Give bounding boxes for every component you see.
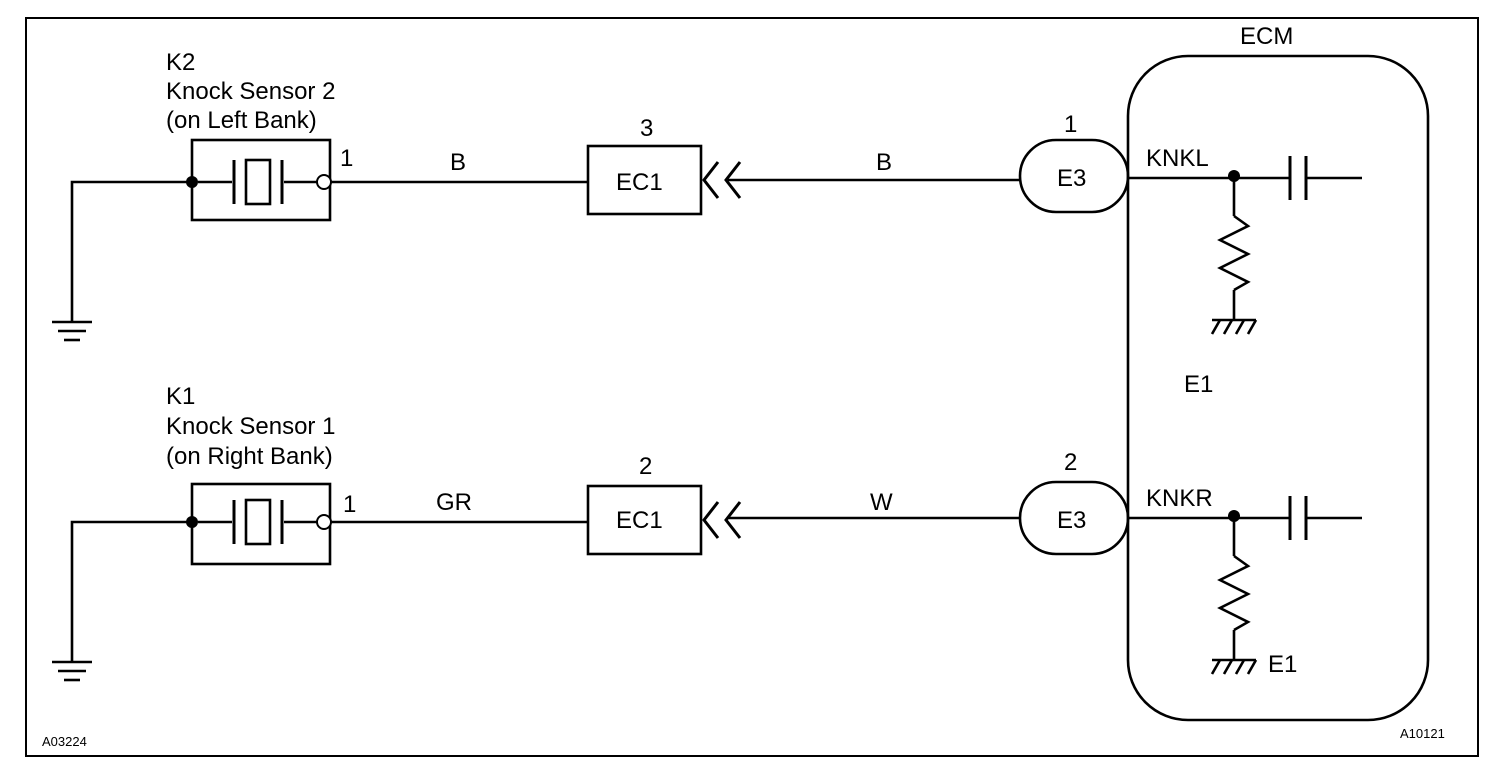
knkl-capacitor-resistor-circuit (1128, 156, 1362, 335)
figure-id-left: A03224 (42, 734, 87, 749)
knock-sensor-2-label: K2 Knock Sensor 2 (on Left Bank) (166, 49, 335, 134)
connector-top-pin: 3 (640, 115, 653, 142)
ground-symbol-bottom-sensor (52, 520, 192, 682)
ecm-connector-top-label: E3 (1057, 165, 1086, 192)
ecm-terminal-knkl: KNKL (1146, 145, 1209, 172)
sensor-top-pin: 1 (340, 145, 353, 172)
wire-bottom-left-color: GR (436, 489, 472, 516)
sensor-top-location: (on Left Bank) (166, 107, 317, 134)
figure-id-right: A10121 (1400, 726, 1445, 741)
connector-ec1-bottom (586, 484, 703, 556)
knock-sensor-1-label: K1 Knock Sensor 1 (on Right Bank) (166, 383, 335, 470)
ecm-connector-bottom-pin: 2 (1064, 449, 1077, 476)
knock-sensor-2-symbol (186, 138, 332, 222)
sensor-bottom-code: K1 (166, 383, 195, 410)
ecm-title: ECM (1240, 23, 1293, 50)
connector-bottom-label: EC1 (616, 507, 663, 534)
ecm-box (1126, 54, 1430, 722)
connector-ec1-top (586, 144, 703, 216)
knock-sensor-1-symbol (186, 482, 332, 566)
ecm-ground-bottom: E1 (1268, 651, 1297, 678)
diagram-frame (25, 17, 1479, 757)
sensor-bottom-name: Knock Sensor 1 (166, 413, 335, 440)
sensor-bottom-location: (on Right Bank) (166, 443, 333, 470)
sensor-bottom-pin: 1 (343, 491, 356, 518)
connector-bottom-arrow-icon (702, 501, 742, 539)
wire-top-right-color: B (876, 149, 892, 176)
connector-top-label: EC1 (616, 169, 663, 196)
connector-top-arrow-icon (702, 161, 742, 199)
wire-top-left-color: B (450, 149, 466, 176)
wire-bottom-right-color: W (870, 489, 893, 516)
sensor-top-name: Knock Sensor 2 (166, 78, 335, 105)
sensor-top-code: K2 (166, 49, 195, 76)
connector-bottom-pin: 2 (639, 453, 652, 480)
ecm-connector-bottom-label: E3 (1057, 507, 1086, 534)
knkr-capacitor-resistor-circuit (1128, 496, 1362, 675)
ground-symbol-top-sensor (52, 180, 192, 342)
ecm-terminal-knkr: KNKR (1146, 485, 1213, 512)
ecm-connector-top-pin: 1 (1064, 111, 1077, 138)
ecm-ground-top: E1 (1184, 371, 1213, 398)
